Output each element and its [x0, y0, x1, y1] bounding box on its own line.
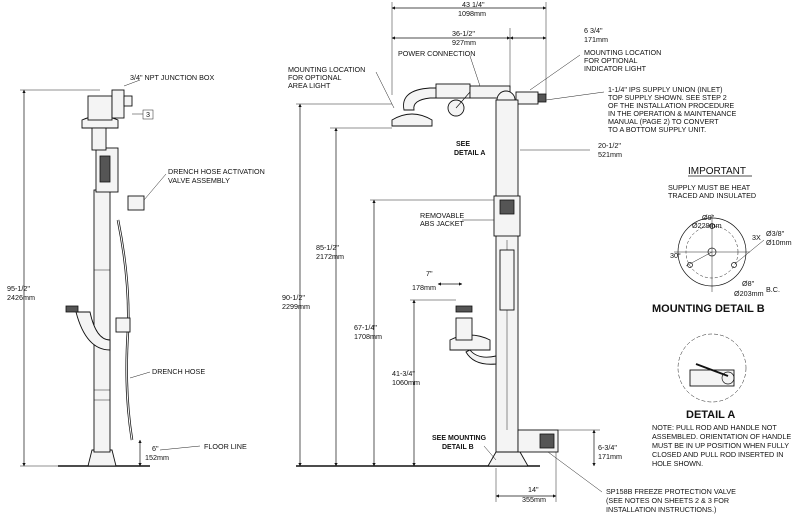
drench-valve-label-2: VALVE ASSEMBLY — [168, 176, 230, 185]
see-detail-a-1: SEE — [456, 141, 470, 148]
note-line-3: MUST BE IN UP POSITION WHEN FULLY — [652, 441, 789, 450]
note-line-1: NOTE: PULL ROD AND HANDLE NOT — [652, 423, 777, 432]
dim-67-25-mm: 1708mm — [354, 332, 382, 341]
overall-width-mm: 1098mm — [458, 9, 486, 18]
dim-7-in: 7" — [426, 269, 433, 278]
dim-6-75-in: 6-3/4" — [598, 443, 617, 452]
floor-dim-mm: 152mm — [145, 453, 169, 462]
inner-width-mm: 927mm — [452, 38, 476, 47]
detail-a-title: DETAIL A — [686, 409, 735, 421]
drench-valve-label-1: DRENCH HOSE ACTIVATION — [168, 167, 265, 176]
d8-mm: Ø203mm — [734, 289, 764, 298]
freeze-valve-label-1: SP158B FREEZE PROTECTION VALVE — [606, 487, 736, 496]
dim-14-mm: 355mm — [522, 495, 546, 504]
d8-in: Ø8" — [742, 279, 755, 288]
overall-width-in: 43 1/4" — [462, 0, 485, 9]
d9-in: Ø9" — [702, 213, 715, 222]
junction-box-label: 3/4" NPT JUNCTION BOX — [130, 73, 214, 82]
right-width-in: 6 3/4" — [584, 26, 603, 35]
abs-jacket-label-2: ABS JACKET — [420, 219, 465, 228]
indicator-light-label-2: FOR OPTIONAL — [584, 56, 638, 65]
indicator-light-label-1: MOUNTING LOCATION — [584, 48, 661, 57]
dim-14-in: 14" — [528, 485, 539, 494]
front-view: 43 1/4" 1098mm 36-1/2" 927mm 6 3/4" 171m… — [282, 0, 737, 514]
note-line-5: HOLE SHOWN. — [652, 459, 703, 468]
see-mounting-b-2: DETAIL B — [442, 444, 474, 451]
details-panel: IMPORTANT SUPPLY MUST BE HEAT TRACED AND… — [652, 166, 792, 468]
side-view: 95-1/2" 2426mm 3/4" NPT JUNCTION BOX — [7, 73, 265, 467]
bc-label: B.C. — [766, 285, 780, 294]
right-width-mm: 171mm — [584, 35, 608, 44]
note-line-4: CLOSED AND PULL ROD INSERTED IN — [652, 450, 783, 459]
d9-mm: Ø229mm — [692, 221, 722, 230]
supply-union-label-6: TO A BOTTOM SUPPLY UNIT. — [608, 125, 706, 134]
drench-hose-label: DRENCH HOSE — [152, 367, 205, 376]
power-connection-label: POWER CONNECTION — [398, 49, 475, 58]
important-line-2: TRACED AND INSULATED — [668, 191, 756, 200]
dim-41-75-mm: 1060mm — [392, 378, 420, 387]
area-light-label-2: FOR OPTIONAL — [288, 73, 342, 82]
dim-20-5-mm: 521mm — [598, 150, 622, 159]
callout-number: 3 — [146, 110, 150, 119]
floor-dim-in: 6" — [152, 444, 159, 453]
supply-union-label-2: TOP SUPPLY SHOWN. SEE STEP 2 — [608, 93, 727, 102]
abs-jacket-label-1: REMOVABLE — [420, 211, 464, 220]
see-mounting-b-1: SEE MOUNTING — [432, 435, 487, 442]
dim-85-5-in: 85-1/2" — [316, 243, 339, 252]
area-light-label-3: AREA LIGHT — [288, 81, 331, 90]
dim-41-75-in: 41-3/4" — [392, 369, 415, 378]
hole-mm: Ø10mm — [766, 238, 792, 247]
dim-67-25-in: 67-1/4" — [354, 323, 377, 332]
angle-label: 30° — [670, 251, 681, 260]
hole-in: Ø3/8" — [766, 229, 785, 238]
note-line-2: ASSEMBLED. ORIENTATION OF HANDLE — [652, 432, 791, 441]
area-light-label-1: MOUNTING LOCATION — [288, 65, 365, 74]
important-heading: IMPORTANT — [688, 166, 746, 177]
dim-7-mm: 178mm — [412, 283, 436, 292]
dim-90-5-in: 90-1/2" — [282, 293, 305, 302]
mounting-detail-b-title: MOUNTING DETAIL B — [652, 303, 765, 315]
dim-20-5-in: 20-1/2" — [598, 141, 621, 150]
supply-union-label-5: MANUAL (PAGE 2) TO CONVERT — [608, 117, 719, 126]
dim-85-5-mm: 2172mm — [316, 252, 344, 261]
supply-union-label-4: IN THE OPERATION & MAINTENANCE — [608, 109, 737, 118]
freeze-valve-label-2: (SEE NOTES ON SHEETS 2 & 3 FOR — [606, 496, 729, 505]
important-line-1: SUPPLY MUST BE HEAT — [668, 183, 751, 192]
supply-union-label-3: OF THE INSTALLATION PROCEDURE — [608, 101, 734, 110]
supply-union-label-1: 1-1/4" IPS SUPPLY UNION (INLET) — [608, 85, 723, 94]
see-detail-a-2: DETAIL A — [454, 150, 485, 157]
floor-line-label: FLOOR LINE — [204, 442, 247, 451]
dim-90-5-mm: 2299mm — [282, 302, 310, 311]
hole-count: 3X — [752, 233, 761, 242]
indicator-light-label-3: INDICATOR LIGHT — [584, 64, 647, 73]
inner-width-in: 36-1/2" — [452, 29, 475, 38]
dim-6-75-mm: 171mm — [598, 452, 622, 461]
height-dim-mm: 2426mm — [7, 293, 35, 302]
height-dim-in: 95-1/2" — [7, 284, 30, 293]
freeze-valve-label-3: INSTALLATION INSTRUCTIONS.) — [606, 505, 716, 514]
